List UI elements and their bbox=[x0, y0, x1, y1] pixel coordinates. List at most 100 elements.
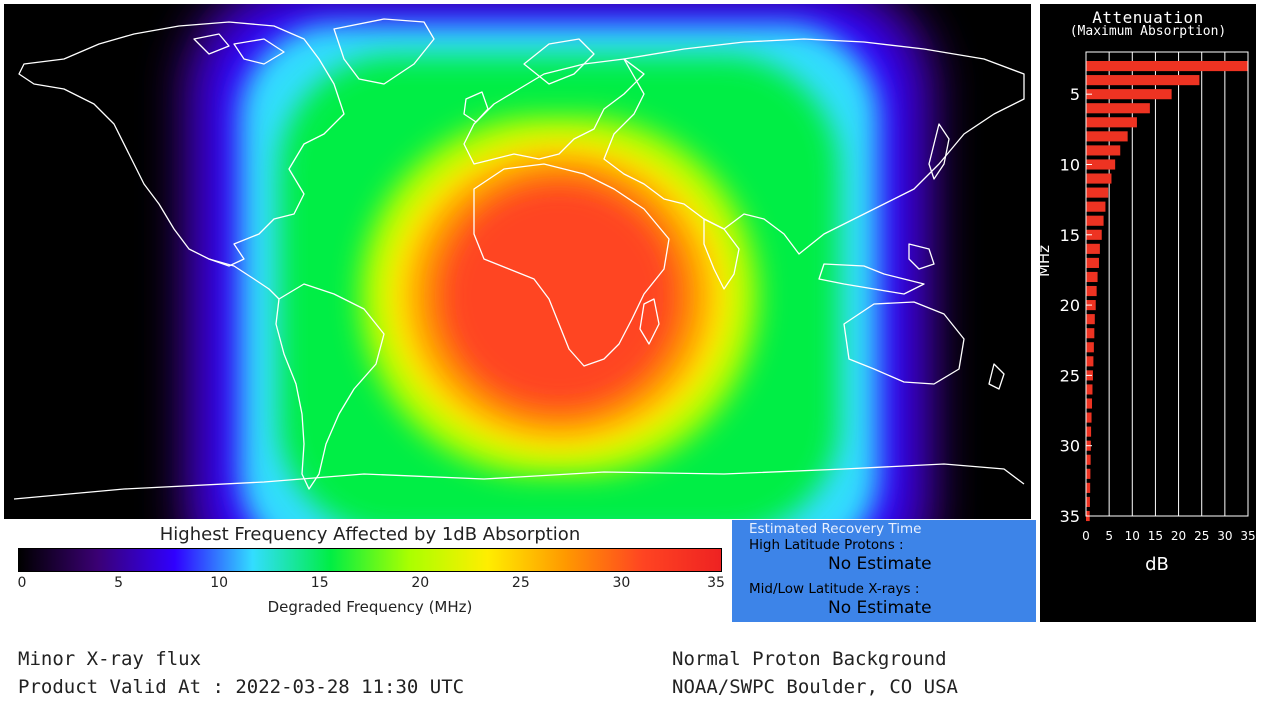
attenuation-ytick: 15 bbox=[1060, 226, 1080, 245]
attenuation-xtick: 5 bbox=[1105, 529, 1113, 543]
coast-africa bbox=[473, 163, 670, 367]
attenuation-ytick: 25 bbox=[1060, 366, 1080, 385]
attenuation-axes bbox=[1085, 51, 1249, 517]
attenuation-xtick: 20 bbox=[1171, 529, 1186, 543]
attenuation-bar bbox=[1086, 454, 1091, 465]
attenuation-bar bbox=[1086, 145, 1121, 156]
attenuation-ytick: 35 bbox=[1060, 507, 1080, 526]
coast-central-america bbox=[208, 258, 280, 300]
attenuation-bar bbox=[1086, 215, 1104, 226]
attenuation-bar bbox=[1086, 271, 1098, 283]
attenuation-bar bbox=[1086, 159, 1116, 170]
attenuation-ylabel: MHz bbox=[1040, 245, 1053, 277]
attenuation-title: Attenuation bbox=[1092, 8, 1204, 27]
product-source: NOAA/SWPC Boulder, CO USA bbox=[672, 676, 958, 698]
attenuation-xtick: 10 bbox=[1125, 529, 1140, 543]
attenuation-bar bbox=[1086, 496, 1090, 508]
recovery-estimate-box: Estimated Recovery Time High Latitude Pr… bbox=[732, 520, 1036, 622]
high-latitude-label: High Latitude Protons : bbox=[749, 537, 904, 553]
attenuation-xtick: 30 bbox=[1217, 529, 1232, 543]
coast-north-america bbox=[18, 21, 345, 267]
colorbar bbox=[18, 548, 722, 572]
attenuation-bar bbox=[1086, 412, 1092, 423]
coast-india bbox=[703, 218, 740, 290]
high-latitude-value: No Estimate bbox=[828, 554, 932, 574]
attenuation-frame bbox=[1085, 51, 1249, 517]
attenuation-bar bbox=[1086, 482, 1091, 493]
attenuation-ytick: 30 bbox=[1060, 437, 1080, 456]
attenuation-bar bbox=[1086, 426, 1092, 437]
attenuation-bar bbox=[1086, 285, 1097, 297]
attenuation-xtick: 25 bbox=[1194, 529, 1209, 543]
attenuation-bar bbox=[1086, 60, 1248, 72]
heatmap-contour-7 bbox=[439, 180, 680, 411]
attenuation-xtick: 0 bbox=[1082, 529, 1090, 543]
colorbar-xlabel: Degraded Frequency (MHz) bbox=[267, 598, 473, 616]
colorbar-tick: 35 bbox=[707, 575, 725, 591]
coast-europe bbox=[463, 58, 645, 165]
attenuation-ytick: 20 bbox=[1060, 296, 1080, 315]
coast-new-zealand bbox=[988, 363, 1005, 390]
colorbar-tick: 15 bbox=[310, 575, 329, 591]
colorbar-gradient bbox=[18, 548, 722, 572]
coast-japan bbox=[928, 123, 950, 180]
coastlines bbox=[13, 18, 1025, 500]
colorbar-tick: 30 bbox=[612, 575, 631, 591]
colorbar-ticks: 0 5 10 15 20 25 30 35 bbox=[17, 575, 725, 595]
attenuation-ytick: 5 bbox=[1070, 85, 1080, 104]
attenuation-ytick: 10 bbox=[1060, 155, 1080, 174]
coast-south-america bbox=[275, 283, 385, 490]
attenuation-bars bbox=[1086, 60, 1248, 522]
recovery-title: Estimated Recovery Time bbox=[749, 521, 922, 537]
attenuation-bar bbox=[1086, 117, 1137, 128]
colorbar-title: Highest Frequency Affected by 1dB Absorp… bbox=[159, 524, 581, 545]
colorbar-tick: 25 bbox=[511, 575, 530, 591]
attenuation-bar bbox=[1086, 131, 1128, 142]
colorbar-tick: 0 bbox=[17, 575, 27, 591]
attenuation-bar bbox=[1086, 89, 1172, 100]
attenuation-bar bbox=[1086, 398, 1093, 409]
coast-greenland bbox=[333, 18, 435, 85]
coast-madagascar bbox=[639, 298, 660, 345]
attenuation-panel: Attenuation (Maximum Absorption) 5 10 15 20… bbox=[1040, 4, 1256, 622]
attenuation-yticks: 5 10 15 20 25 30 35 bbox=[1060, 85, 1092, 526]
attenuation-bar bbox=[1086, 257, 1099, 268]
product-valid-time: Product Valid At : 2022-03-28 11:30 UTC bbox=[18, 676, 465, 698]
attenuation-subtitle: (Maximum Absorption) bbox=[1069, 24, 1227, 39]
attenuation-xtick: 35 bbox=[1240, 529, 1255, 543]
proton-background-status: Normal Proton Background bbox=[672, 648, 947, 670]
attenuation-bar bbox=[1086, 201, 1106, 212]
coast-uk bbox=[463, 91, 489, 123]
attenuation-bar bbox=[1086, 187, 1109, 198]
colorbar-tick: 20 bbox=[411, 575, 430, 591]
colorbar-tick: 10 bbox=[210, 575, 229, 591]
attenuation-bar bbox=[1086, 229, 1102, 240]
coast-indonesia bbox=[818, 243, 935, 295]
coast-asia bbox=[603, 38, 1025, 255]
attenuation-bar bbox=[1086, 384, 1093, 395]
mid-low-latitude-label: Mid/Low Latitude X-rays : bbox=[749, 581, 920, 597]
mid-low-latitude-value: No Estimate bbox=[828, 598, 932, 618]
xray-flux-status: Minor X-ray flux bbox=[18, 648, 202, 670]
attenuation-xlabel: dB bbox=[1145, 554, 1169, 575]
attenuation-bar bbox=[1086, 314, 1095, 325]
attenuation-bar bbox=[1086, 328, 1095, 339]
absorption-map bbox=[4, 4, 1031, 519]
heatmap-layers bbox=[179, 4, 940, 519]
attenuation-bar bbox=[1086, 356, 1094, 367]
attenuation-bar bbox=[1086, 173, 1112, 184]
attenuation-bar bbox=[1086, 468, 1091, 479]
attenuation-bar bbox=[1086, 103, 1150, 114]
coast-scandinavia bbox=[523, 38, 595, 85]
coast-arctic-islands bbox=[193, 33, 285, 65]
coast-antarctica bbox=[13, 463, 1025, 500]
coast-australia bbox=[843, 301, 965, 385]
attenuation-xticks: 0 5 10 15 20 25 30 35 bbox=[1082, 529, 1255, 543]
attenuation-bar bbox=[1086, 75, 1200, 86]
colorbar-tick: 5 bbox=[114, 575, 124, 591]
attenuation-chart: 5 10 15 20 25 30 35 0 5 10 15 20 25 30 35 MHz dB bbox=[1040, 51, 1256, 575]
attenuation-xtick: 15 bbox=[1148, 529, 1163, 543]
map-svg bbox=[13, 4, 1025, 519]
attenuation-bar bbox=[1086, 342, 1094, 353]
attenuation-bar bbox=[1086, 243, 1100, 254]
